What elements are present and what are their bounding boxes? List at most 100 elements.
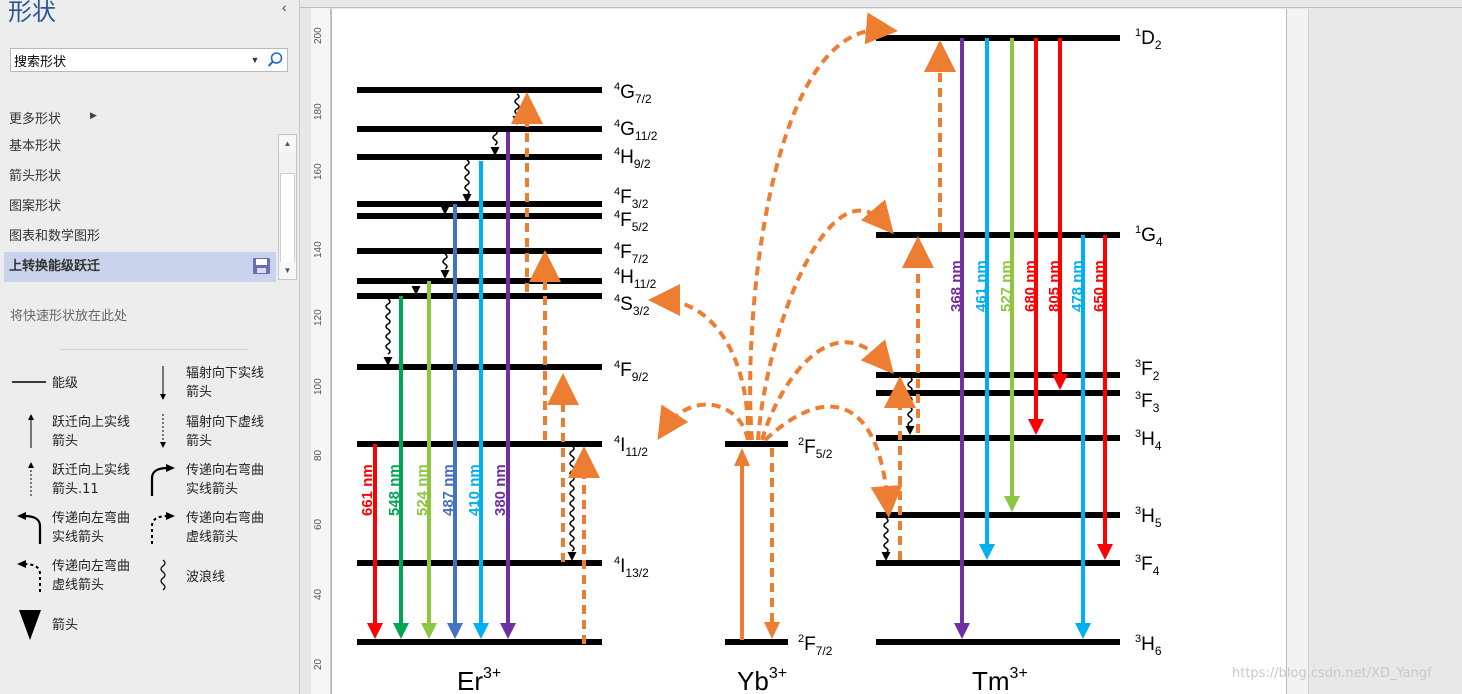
er-levels: 4G7/24G11/24H9/24F3/24F5/24F7/24H11/24S3…	[357, 81, 658, 645]
wavy-line	[442, 253, 448, 270]
stencil-chart-math-shapes[interactable]: 图表和数学图形	[9, 229, 101, 244]
quick-shapes-hint: 将快速形状放在此处	[10, 309, 128, 324]
emission-arrowhead	[1075, 623, 1091, 639]
master-transition-up-solid[interactable]: 跃迁向上实线箭头	[52, 415, 131, 449]
energy-transfer-curve	[657, 402, 750, 441]
wavelength-label: 548 nm	[386, 464, 403, 516]
curved-right-dashed-arrow-icon[interactable]	[148, 508, 180, 546]
pump-arrowhead	[734, 448, 750, 466]
emission-arrowhead	[367, 623, 383, 639]
wavy-line	[464, 159, 470, 196]
drawing-page[interactable]	[331, 9, 1287, 694]
wavy-line	[514, 93, 520, 115]
search-box[interactable]: ▼	[10, 48, 288, 72]
emission-arrowhead	[500, 623, 516, 639]
emission-arrowhead	[473, 623, 489, 639]
level-label: 3F4	[1135, 553, 1160, 578]
level-label: 4F5/2	[614, 209, 649, 234]
master-transition-up-dotted[interactable]: 跃迁向上实线箭头.11	[52, 463, 131, 497]
master-wavy-line[interactable]: 波浪线	[186, 570, 226, 585]
horizontal-ruler	[300, 0, 1462, 8]
save-icon[interactable]	[252, 257, 271, 275]
level-label: 4G11/2	[614, 118, 658, 143]
wavelength-label: 661 nm	[359, 464, 376, 516]
chevron-right-icon: ▶	[90, 110, 97, 120]
level-label: 4H9/2	[614, 146, 651, 171]
up-dotted-arrow-icon[interactable]	[25, 460, 37, 498]
level-label: 3H6	[1135, 633, 1162, 658]
level-label: 4F3/2	[614, 186, 649, 211]
energy-level-line-icon[interactable]	[12, 376, 46, 388]
curved-left-solid-arrow-icon[interactable]	[12, 508, 44, 546]
stencil-pattern-shapes[interactable]: 图案形状	[9, 199, 62, 214]
wavy-line-icon[interactable]	[155, 558, 171, 596]
wavelength-label: 368 nm	[948, 260, 965, 312]
level-label: 1G4	[1135, 224, 1163, 249]
level-label: 4F9/2	[614, 359, 649, 384]
down-solid-arrow-icon[interactable]	[157, 364, 169, 402]
scroll-down-icon[interactable]: ▼	[279, 262, 296, 279]
wavelength-label: 410 nm	[466, 464, 483, 516]
curved-left-dashed-arrow-icon[interactable]	[12, 556, 44, 594]
emission-arrowhead	[954, 623, 970, 639]
triangle-arrowhead-icon[interactable]	[17, 608, 43, 642]
master-transfer-right-curved-solid[interactable]: 传递向右弯曲实线箭头	[186, 463, 265, 497]
wavy-line	[569, 445, 575, 552]
yb-emission-arrowhead	[764, 622, 780, 639]
ion-label-yb: Yb3+	[737, 665, 787, 694]
wavelength-label: 478 nm	[1069, 260, 1086, 312]
emission-arrowhead	[1052, 374, 1068, 390]
shapes-pane: 形状 ‹ ▼ 更多形状 ▶ 基本形状 箭头形状 图案形状 图表和数学图形 上转换…	[0, 0, 300, 694]
level-label: 3F2	[1135, 358, 1160, 383]
level-label: 4H11/2	[614, 266, 657, 291]
scroll-up-icon[interactable]: ▲	[279, 135, 296, 152]
master-arrowhead[interactable]: 箭头	[52, 618, 79, 633]
wavy-line	[492, 129, 498, 146]
wavelength-label: 524 nm	[414, 464, 431, 516]
search-icon[interactable]	[263, 49, 287, 71]
page-margin	[1287, 9, 1309, 694]
emission-arrowhead	[447, 623, 463, 639]
wavy-line	[385, 298, 391, 355]
down-dashed-arrow-icon[interactable]	[157, 412, 169, 450]
level-label: 4I13/2	[614, 555, 649, 580]
emission-arrowhead	[393, 623, 409, 639]
wavelength-label: 380 nm	[492, 464, 509, 516]
stencil-arrow-shapes[interactable]: 箭头形状	[9, 169, 62, 184]
vertical-ruler: 200 180 160 140 120 100 80 60 40 20	[311, 8, 331, 694]
wavelength-label: 680 nm	[1022, 260, 1039, 312]
pane-title: 形状	[8, 0, 56, 26]
chevron-left-icon[interactable]: ‹	[282, 0, 287, 15]
master-transfer-right-curved-dashed[interactable]: 传递向右弯曲虚线箭头	[186, 511, 265, 545]
divider	[60, 349, 248, 350]
wavelength-label: 487 nm	[440, 464, 457, 516]
level-label: 4I11/2	[614, 434, 648, 459]
wavelength-label: 527 nm	[998, 260, 1015, 312]
ion-labels: Er3+Yb3+Tm3+	[457, 665, 1028, 694]
level-label: 2F5/2	[798, 436, 833, 461]
wavy-line	[883, 517, 889, 554]
search-input[interactable]	[11, 50, 247, 70]
wavelength-label: 461 nm	[973, 260, 990, 312]
energy-transfer-curve	[763, 404, 903, 518]
curved-right-solid-arrow-icon[interactable]	[148, 460, 180, 498]
stencil-scrollbar[interactable]: ▲ ▼	[278, 134, 297, 280]
up-solid-arrow-icon[interactable]	[25, 412, 37, 450]
master-transfer-left-curved-dashed[interactable]: 传递向左弯曲虚线箭头	[52, 559, 131, 593]
wavelength-label: 805 nm	[1046, 260, 1063, 312]
more-shapes-menu[interactable]: 更多形状	[9, 112, 62, 127]
emission-arrowhead	[979, 544, 995, 560]
master-radiative-down-dashed[interactable]: 辐射向下虚线箭头	[186, 415, 265, 449]
master-transfer-left-curved-solid[interactable]: 传递向左弯曲实线箭头	[52, 511, 131, 545]
emission-arrowhead	[1028, 419, 1044, 435]
master-radiative-down-solid[interactable]: 辐射向下实线箭头	[186, 366, 265, 400]
stencil-upconversion-transitions[interactable]: 上转换能级跃迁	[4, 252, 276, 282]
chevron-down-icon[interactable]: ▼	[250, 55, 260, 65]
watermark: https://blog.csdn.net/XD_Yangf	[1232, 666, 1432, 681]
stencil-basic-shapes[interactable]: 基本形状	[9, 139, 62, 154]
master-energy-level[interactable]: 能级	[52, 376, 79, 391]
